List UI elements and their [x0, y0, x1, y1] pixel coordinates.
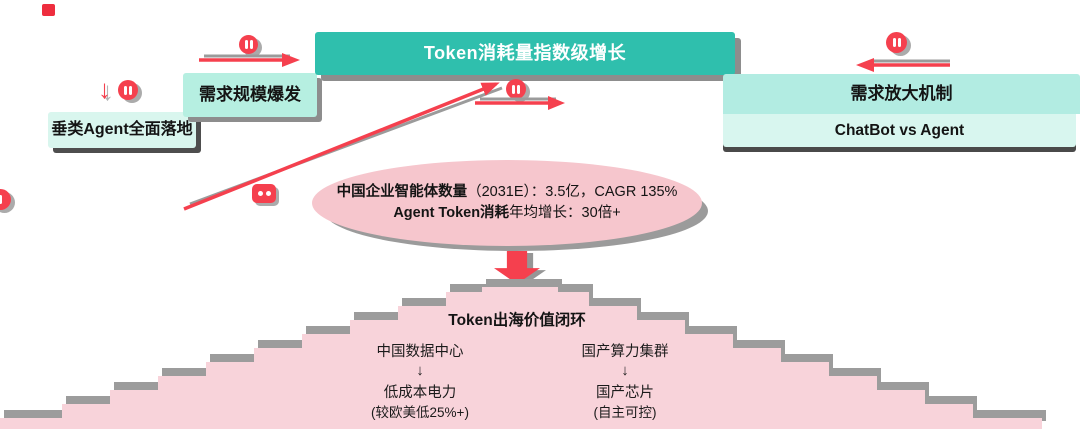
red-badge-icon — [506, 79, 526, 99]
badge-glyph — [124, 85, 127, 95]
down-arrow-icon: ↓ — [416, 362, 424, 379]
red-badge-icon — [239, 35, 258, 54]
red-badge-icon — [0, 189, 11, 210]
red-corner-mark-icon — [42, 4, 55, 16]
badge-glyph — [129, 85, 132, 95]
funnel-title: Token出海价值闭环 — [448, 312, 586, 329]
box-chatbot-vs-agent-label: ChatBot vs Agent — [834, 121, 965, 139]
badge-glyph — [265, 191, 271, 196]
token-growth-label: Agent Token消耗 — [393, 205, 510, 221]
badge-glyph — [512, 84, 515, 94]
box-demand-explosion: 需求规模爆发 — [183, 73, 317, 117]
badge-glyph — [897, 38, 901, 47]
agent-stats-line2: Agent Token消耗年均增长：30倍+ — [393, 203, 620, 224]
funnel-right-note: (自主可控) — [593, 405, 657, 420]
box-chatbot-vs-agent: ChatBot vs Agent — [723, 114, 1076, 147]
badge-glyph — [0, 195, 2, 204]
badge-glyph — [517, 84, 520, 94]
mountain-shape — [0, 287, 1042, 429]
badge-glyph — [257, 191, 263, 196]
diagonal-growth-arrow-icon — [183, 82, 503, 211]
token-growth-value: 年均增长：30倍+ — [509, 205, 621, 221]
badge-glyph — [249, 40, 253, 49]
box-demand-amplification-label: 需求放大机制 — [850, 84, 953, 104]
box-vertical-agent: 垂类Agent全面落地 — [48, 112, 196, 148]
arrow-right-icon — [199, 53, 300, 67]
agent-stats-line1: 中国企业智能体数量（2031E）：3.5亿，CAGR 135% — [337, 182, 678, 203]
funnel-left-result: 低成本电力 — [383, 385, 457, 401]
funnel-left-column: 中国数据中心 ↓ 低成本电力 (较欧美低25%+) — [330, 342, 510, 423]
red-badge-icon — [886, 32, 907, 53]
block-down-arrow-icon — [494, 251, 540, 284]
funnel-right-item: 国产算力集群 — [581, 344, 669, 360]
red-badge-icon — [118, 80, 138, 100]
agent-count-label: 中国企业智能体数量 — [336, 184, 468, 200]
funnel-right-result: 国产芯片 — [596, 385, 654, 401]
box-demand-amplification: 需求放大机制 — [723, 74, 1080, 114]
down-arrow-icon: ↓ — [621, 362, 629, 379]
funnel-left-item: 中国数据中心 — [376, 344, 464, 360]
red-badge-icon — [252, 184, 276, 203]
agent-count-value: （2031E）：3.5亿，CAGR 135% — [467, 184, 678, 200]
arrow-left-icon — [856, 58, 950, 72]
down-arrow-icon: ↓ — [98, 74, 111, 104]
main-title: Token消耗量指数级增长 — [423, 43, 627, 64]
badge-glyph — [892, 38, 896, 47]
arrow-right-icon — [475, 96, 565, 110]
funnel-left-note: (较欧美低25%+) — [371, 405, 469, 420]
agent-stats-ellipse: 中国企业智能体数量（2031E）：3.5亿，CAGR 135% Agent To… — [312, 160, 702, 246]
value-loop-mountain — [0, 279, 1046, 429]
box-demand-explosion-label: 需求规模爆发 — [199, 85, 301, 105]
box-vertical-agent-label: 垂类Agent全面落地 — [51, 120, 193, 138]
badge-glyph — [244, 40, 248, 49]
funnel-right-column: 国产算力集群 ↓ 国产芯片 (自主可控) — [535, 342, 715, 423]
main-title-banner: Token消耗量指数级增长 — [315, 32, 735, 75]
